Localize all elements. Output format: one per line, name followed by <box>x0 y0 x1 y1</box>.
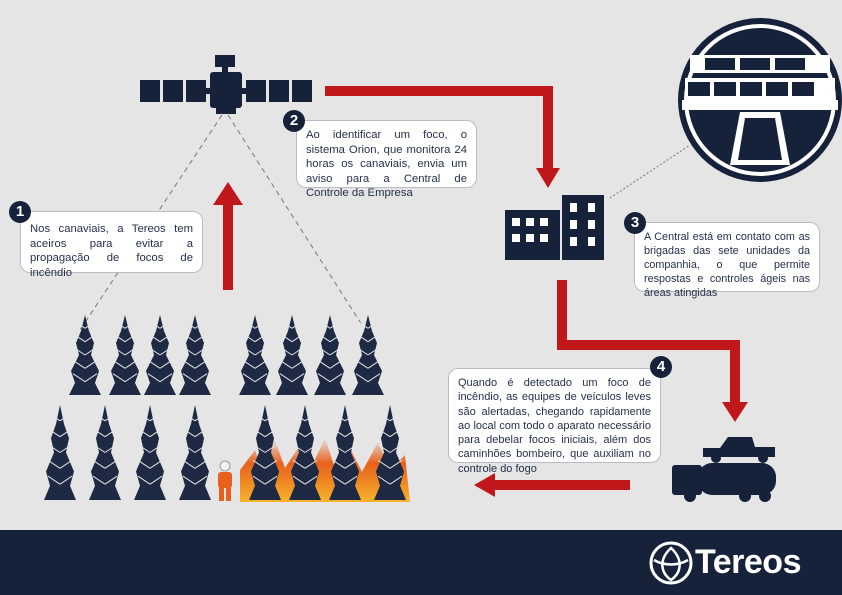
sugarcane-plant-icon <box>374 405 406 500</box>
sugarcane-plant-icon <box>289 405 321 500</box>
sugarcane-plant-icon <box>44 405 76 500</box>
sugarcane-plant-icon <box>144 315 176 395</box>
step-4-callout: Quando é detectado um foco de incêndio, … <box>448 368 661 475</box>
step-1-text: Nos canaviais, a Tereos tem aceiros para… <box>30 223 193 279</box>
satellite-icon <box>140 55 312 114</box>
step-4-badge: 4 <box>650 356 672 378</box>
sugarcane-plant-icon <box>134 405 166 500</box>
diagram-graphics <box>44 18 842 502</box>
zoom-line <box>609 144 691 199</box>
step-3-callout: A Central está em contato com as brigada… <box>634 222 820 299</box>
pickup-truck-icon <box>703 437 775 463</box>
sugarcane-plant-icon <box>89 405 121 500</box>
signal-line-right <box>227 114 363 326</box>
sugarcane-field <box>44 315 406 500</box>
sugarcane-plant-icon <box>329 405 361 500</box>
sugarcane-plant-icon <box>314 315 346 395</box>
step-1-callout: Nos canaviais, a Tereos tem aceiros para… <box>20 211 203 279</box>
sugarcane-plant-icon <box>352 315 384 395</box>
step-3-text: A Central está em contato com as brigada… <box>644 231 810 299</box>
step-4-text: Quando é detectado um foco de incêndio, … <box>458 377 651 475</box>
footer <box>0 530 842 595</box>
step-1-badge: 1 <box>9 201 31 223</box>
arrow-to-field <box>474 473 630 497</box>
sugarcane-plant-icon <box>276 315 308 395</box>
central-office-building-icon <box>505 195 604 260</box>
step-3-badge: 3 <box>624 212 646 234</box>
step-2-callout: Ao identificar um foco, o sistema Orion,… <box>296 120 477 199</box>
sugarcane-plant-icon <box>179 315 211 395</box>
tereos-logo-icon <box>649 541 693 585</box>
sugarcane-plant-icon <box>69 315 101 395</box>
firefighter-icon <box>218 460 232 501</box>
control-room-icon <box>678 18 842 182</box>
sugarcane-plant-icon <box>109 315 141 395</box>
arrow-up <box>213 182 243 290</box>
sugarcane-plant-icon <box>249 405 281 500</box>
step-2-badge: 2 <box>283 110 305 132</box>
flow-arrows <box>213 86 748 497</box>
sugarcane-plant-icon <box>179 405 211 500</box>
fire-truck-icon <box>672 463 776 502</box>
sugarcane-plant-icon <box>239 315 271 395</box>
step-2-text: Ao identificar um foco, o sistema Orion,… <box>306 129 467 199</box>
fire-area <box>240 438 410 502</box>
arrow-central-to-vehicles <box>557 280 748 422</box>
tereos-logo-text: Tereos <box>695 543 801 581</box>
